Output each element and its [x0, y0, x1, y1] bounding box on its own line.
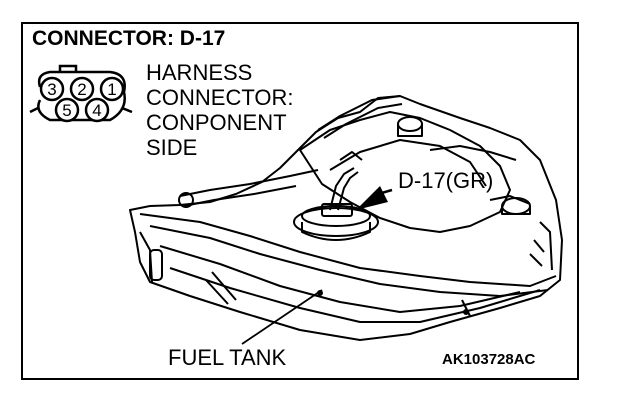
pin-1: 1 — [107, 80, 116, 99]
harness-label-line-4: SIDE — [146, 135, 198, 160]
pin-4: 4 — [92, 101, 101, 120]
harness-label-line-3: CONPONENT — [146, 110, 287, 135]
figure-code: AK103728AC — [442, 351, 536, 368]
fuel-tank-label: FUEL TANK — [168, 345, 287, 370]
connector-face-icon — [29, 64, 133, 123]
connector-callout-label: D-17(GR) — [398, 168, 494, 193]
pin-3: 3 — [47, 80, 56, 99]
harness-label-line-2: CONNECTOR: — [146, 85, 294, 110]
connector-title: CONNECTOR: D-17 — [32, 27, 226, 50]
fuel-tank-leader-line — [241, 289, 323, 345]
pin-2: 2 — [77, 80, 86, 99]
pin-5: 5 — [62, 101, 71, 120]
connector-pointer-arrow — [356, 186, 393, 210]
harness-label-line-1: HARNESS — [146, 60, 253, 85]
